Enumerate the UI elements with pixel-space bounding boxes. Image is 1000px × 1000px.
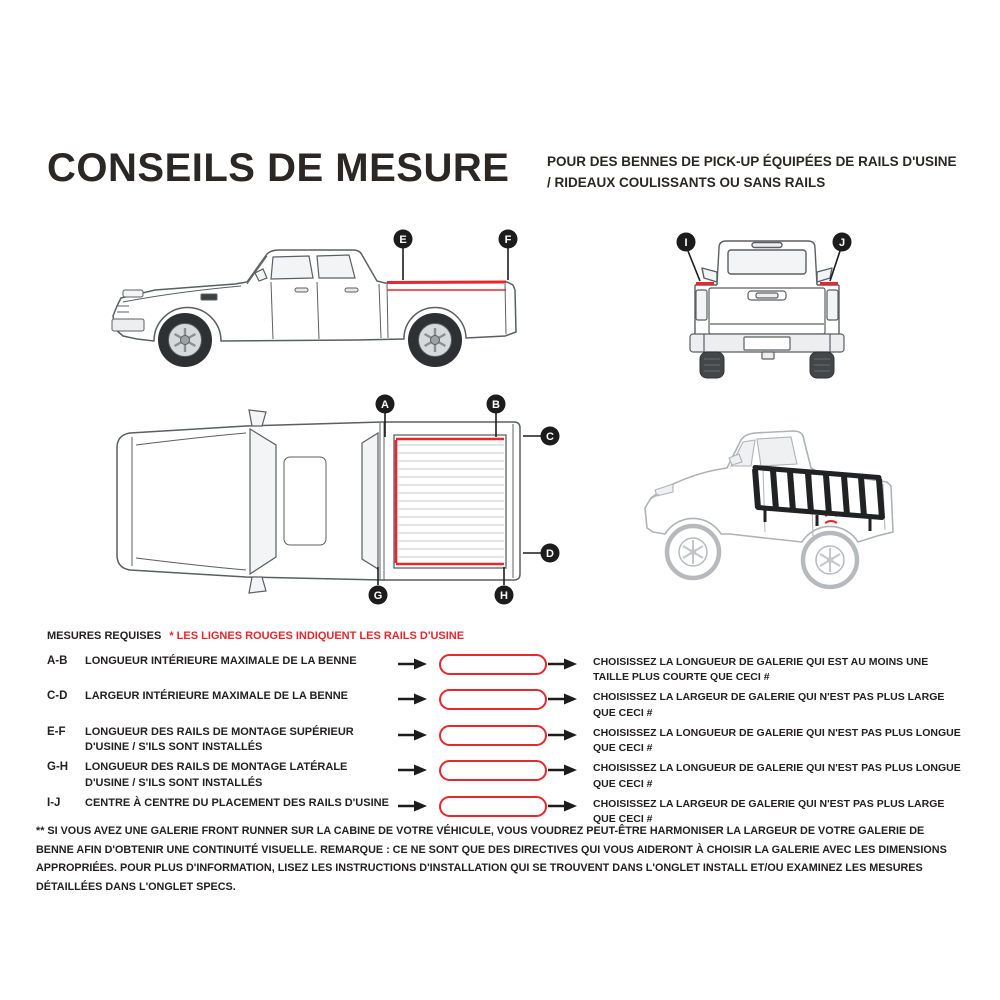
measure-code: I-J [47, 796, 61, 809]
red-lines-note: * LES LIGNES ROUGES INDIQUENT LES RAILS … [169, 630, 465, 642]
svg-text:E: E [399, 234, 406, 246]
truck-3d-wheels [664, 523, 860, 590]
arrow-icon [398, 693, 427, 705]
measure-label: CENTRE À CENTRE DU PLACEMENT DES RAILS D… [85, 796, 389, 809]
marker-A: A [375, 394, 395, 437]
measure-input-ij[interactable] [439, 795, 547, 817]
truck-details [111, 287, 359, 332]
marker-B: B [486, 394, 506, 437]
arrow-icon [398, 800, 427, 812]
bed-floor-ribs [396, 444, 504, 558]
measure-instruction: CHOISISSEZ LA LONGUEUR DE GALERIE QUI ES… [593, 656, 929, 684]
measure-code: A-B [47, 655, 68, 667]
svg-text:B: B [492, 399, 500, 411]
footer-note: ** SI VOUS AVEZ UNE GALERIE FRONT RUNNER… [36, 825, 947, 893]
measure-row-gh: G-H LONGUEUR DES RAILS DE MONTAGE LATÉRA… [47, 760, 962, 791]
marker-J: J [829, 232, 852, 282]
measure-input-ab[interactable] [439, 654, 547, 675]
arrow-icon [548, 800, 577, 812]
arrow-icon [548, 658, 577, 670]
measure-row-ab: A-B LONGUEUR INTÉRIEURE MAXIMALE DE LA B… [47, 654, 962, 685]
truck-body-outline [112, 249, 517, 342]
measure-instruction: CHOISISSEZ LA LARGEUR DE GALERIE QUI N'E… [593, 691, 945, 719]
marker-C: C [523, 426, 560, 446]
marker-G: G [368, 567, 388, 605]
rear-wheel [408, 313, 462, 367]
arrow-icon [398, 729, 427, 741]
marker-F: F [498, 229, 518, 280]
measure-input-cd[interactable] [439, 689, 547, 711]
front-wheel [158, 313, 212, 367]
measure-code: C-D [47, 690, 68, 703]
truck-3d-glass [654, 436, 798, 497]
measure-code: E-F [47, 725, 66, 738]
measure-input-ef[interactable] [439, 724, 547, 746]
measure-label: LONGUEUR INTÉRIEURE MAXIMALE DE LA BENNE [85, 655, 357, 667]
measurements-heading-row: MESURES REQUISES * LES LIGNES ROUGES INDI… [47, 630, 962, 642]
top-body-lines [131, 422, 514, 581]
bed-rack [752, 465, 885, 531]
truck-3d-rack-diagram [644, 430, 894, 590]
marker-H: H [494, 567, 514, 605]
svg-text:A: A [381, 399, 389, 411]
arrow-icon [398, 764, 427, 776]
cab-windows [254, 254, 356, 282]
measure-row-ij: I-J CENTRE À CENTRE DU PLACEMENT DES RAI… [47, 795, 962, 827]
measure-row-cd: C-D LARGEUR INTÉRIEURE MAXIMALE DE LA BE… [47, 689, 962, 720]
factory-rail-lines-side [386, 280, 507, 291]
svg-text:H: H [500, 590, 508, 602]
factory-rail-lines-top [394, 437, 504, 566]
measure-row-ef: E-F LONGUEUR DES RAILS DE MONTAGE SUPÉRI… [47, 724, 962, 756]
arrow-icon [548, 764, 577, 776]
svg-text:C: C [546, 431, 554, 443]
truck-rear-view-diagram: I J [676, 232, 852, 379]
measure-instruction: CHOISISSEZ LA LARGEUR DE GALERIE QUI N'E… [593, 797, 945, 825]
rear-cab [701, 240, 833, 286]
rear-details [689, 287, 845, 360]
measure-label: LONGUEUR DES RAILS DE MONTAGE SUPÉRIEUR … [85, 725, 354, 754]
svg-text:J: J [839, 237, 845, 249]
arrow-icon [548, 693, 577, 705]
measure-label: LONGUEUR DES RAILS DE MONTAGE LATÉRALE D… [85, 761, 348, 789]
svg-text:I: I [684, 237, 687, 249]
measure-instruction: CHOISISSEZ LA LONGUEUR DE GALERIE QUI N'… [593, 726, 961, 755]
arrow-icon [398, 658, 427, 670]
measure-label: LARGEUR INTÉRIEURE MAXIMALE DE LA BENNE [85, 690, 348, 703]
rear-tires [699, 351, 835, 379]
bed-inner-walls [393, 434, 507, 569]
truck-side-view-diagram: E F [111, 229, 518, 367]
arrow-icon [548, 729, 577, 741]
svg-text:G: G [374, 590, 383, 602]
measure-input-gh[interactable] [439, 760, 547, 782]
page-title: CONSEILS DE MESURE [47, 146, 510, 190]
measure-instruction: CHOISISSEZ LA LONGUEUR DE GALERIE QUI N'… [593, 762, 961, 790]
truck-body-lines [117, 255, 507, 340]
measurements-section: MESURES REQUISES * LES LIGNES ROUGES INDI… [47, 630, 962, 831]
truck-top-view-diagram: A B C D G H [116, 394, 560, 605]
svg-text:D: D [546, 548, 554, 560]
measure-code: G-H [47, 761, 69, 774]
marker-D: D [523, 543, 560, 563]
marker-E: E [393, 229, 413, 280]
svg-text:F: F [505, 234, 512, 246]
page-subtitle: POUR DES BENNES DE PICK-UP ÉQUIPÉES DE R… [547, 154, 957, 190]
marker-I: I [676, 232, 701, 282]
measurements-heading: MESURES REQUISES [47, 630, 162, 642]
